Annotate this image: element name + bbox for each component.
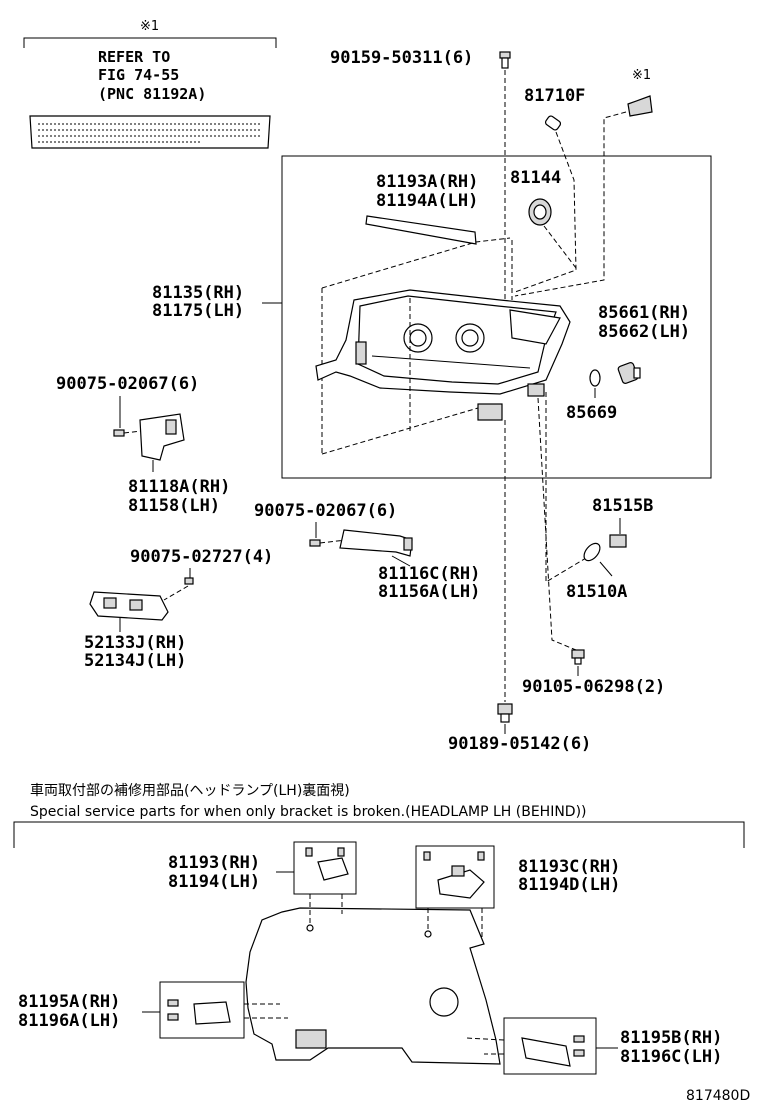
screw-90159-icon: [499, 51, 511, 69]
box-81193C: [415, 845, 495, 909]
box-81195B: [503, 1017, 597, 1075]
label-81194D: 81194D(LH): [518, 875, 620, 895]
label-81193A: 81193A(RH): [376, 172, 478, 192]
label-90075-b: 90075-02067(6): [254, 501, 397, 521]
label-81144: 81144: [510, 168, 561, 188]
bulb-81510A-icon: [583, 542, 601, 562]
service-title-jp: 車両取付部の補修用部品(ヘッドランプ(LH)裏面視): [30, 782, 350, 799]
bracket-52133J-icon: [89, 591, 169, 621]
headlamp-rear-icon: [245, 907, 501, 1065]
bracket-81195B-icon: [521, 1035, 585, 1067]
moulding-strip-icon: [365, 215, 477, 245]
reference-label-plate-icon: [29, 115, 271, 149]
label-81116C: 81116C(RH): [378, 564, 480, 584]
label-85662: 85662(LH): [598, 322, 690, 342]
ref-plate-81192A-icon: [627, 95, 653, 117]
label-81158: 81158(LH): [128, 496, 220, 516]
box-81193: [293, 841, 357, 895]
label-81118A: 81118A(RH): [128, 477, 230, 497]
label-52134J: 52134J(LH): [84, 651, 186, 671]
socket-85661-icon: [617, 362, 641, 384]
label-81195B: 81195B(RH): [620, 1028, 722, 1048]
refer-line-3: (PNC 81192A): [98, 85, 206, 103]
label-81196A: 81196A(LH): [18, 1011, 120, 1031]
refer-line-1: REFER TO: [98, 48, 170, 66]
refer-line-2: FIG 74-55: [98, 66, 179, 84]
figure-code: 817480D: [686, 1088, 750, 1104]
headlamp-assembly-frame: [281, 155, 712, 479]
screw-90075-a-icon: [113, 429, 125, 437]
label-81194: 81194(LH): [168, 872, 260, 892]
headlamp-body-icon: [315, 289, 571, 421]
service-title-en: Special service parts for when only brac…: [30, 804, 587, 820]
label-81196C: 81196C(LH): [620, 1047, 722, 1067]
bracket-81193-icon: [305, 847, 349, 881]
label-81156A: 81156A(LH): [378, 582, 480, 602]
label-90105: 90105-06298(2): [522, 677, 665, 697]
label-81193: 81193(RH): [168, 853, 260, 873]
label-81710F: 81710F: [524, 86, 585, 106]
label-90189: 90189-05142(6): [448, 734, 591, 754]
label-90075-a: 90075-02067(6): [56, 374, 199, 394]
label-81510A: 81510A: [566, 582, 627, 602]
bracket-81118A-icon: [139, 413, 185, 461]
label-52133J: 52133J(RH): [84, 633, 186, 653]
label-mark-2: ※1: [632, 68, 651, 83]
bracket-81195A-icon: [167, 999, 231, 1025]
label-81195A: 81195A(RH): [18, 992, 120, 1012]
socket-81515B-icon: [609, 534, 627, 548]
screw-90075-b-icon: [309, 539, 321, 547]
screw-90075-c-icon: [184, 577, 194, 585]
label-81193C: 81193C(RH): [518, 857, 620, 877]
clip-90189-icon: [497, 703, 513, 723]
screw-90105-icon: [571, 649, 585, 665]
socket-81144-icon: [528, 198, 552, 226]
label-90159: 90159-50311(6): [330, 48, 473, 68]
label-90075-c: 90075-02727(4): [130, 547, 273, 567]
o-ring-85669-icon: [589, 369, 601, 387]
label-85669: 85669: [566, 403, 617, 423]
label-81194A: 81194A(LH): [376, 191, 478, 211]
bulb-81710F-icon: [544, 115, 562, 131]
box-81195A: [159, 981, 245, 1039]
label-81515B: 81515B: [592, 496, 653, 516]
reference-note: ※1 REFER TO FIG 74-55 (PNC 81192A): [23, 19, 277, 149]
bracket-81193C-icon: [423, 851, 485, 899]
service-section-bracket: [13, 821, 745, 848]
label-85661: 85661(RH): [598, 303, 690, 323]
label-81135: 81135(RH): [152, 283, 244, 303]
bracket-81116C-icon: [339, 529, 413, 557]
reference-mark: ※1: [140, 19, 159, 34]
label-81175: 81175(LH): [152, 301, 244, 321]
